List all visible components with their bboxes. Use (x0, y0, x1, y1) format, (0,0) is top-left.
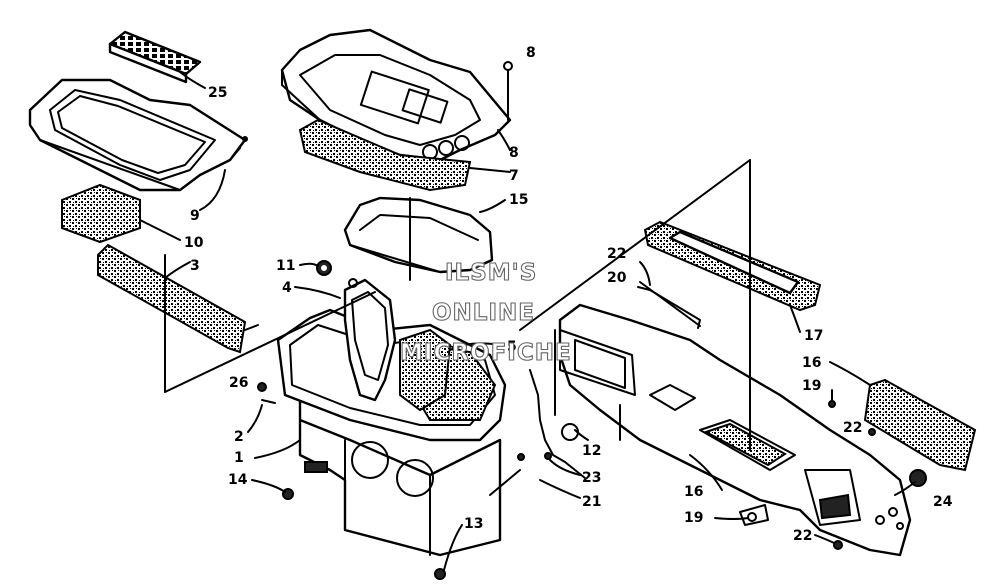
callout-12: 12 (582, 443, 601, 459)
callout-20: 20 (607, 270, 627, 286)
part-1-main-housing (298, 388, 502, 557)
callout-22-right: 22 (843, 420, 862, 436)
callout-19-right: 19 (802, 378, 821, 394)
screw-19-bottom (747, 512, 757, 522)
screw-22-right (868, 428, 876, 436)
watermark-line-1: ILSM'S (445, 260, 537, 286)
part-9-display-bezel (28, 78, 248, 192)
callout-13: 13 (464, 516, 483, 532)
part-4-bracket (343, 278, 397, 402)
screw-26 (257, 382, 276, 404)
part-17-gasket-frame (643, 220, 822, 312)
callout-14: 14 (228, 472, 248, 488)
callout-15: 15 (509, 192, 528, 208)
callout-24: 24 (933, 494, 953, 510)
part-11-knob (316, 260, 332, 276)
callout-26: 26 (229, 375, 248, 391)
callout-11: 11 (276, 258, 295, 274)
screw-13 (434, 568, 446, 580)
callout-8-mid: 8 (509, 145, 519, 161)
watermark-line-3: MICROFICHE (400, 340, 572, 366)
callout-17: 17 (804, 328, 823, 344)
leader-lines (139, 71, 916, 571)
part-10-foam-pad (61, 183, 141, 244)
part-18-side-foam (863, 378, 977, 472)
callout-7: 7 (509, 168, 519, 184)
screw-19-top (828, 400, 836, 408)
part-7-foam-gasket (298, 118, 472, 192)
callout-4: 4 (282, 280, 292, 296)
part-25-vent-grille (108, 30, 202, 84)
callout-16-right: 16 (802, 355, 821, 371)
watermark: ILSM'S ONLINE MICROFICHE (399, 259, 572, 366)
callout-10: 10 (184, 235, 204, 251)
callout-23: 23 (582, 470, 601, 486)
part-5-inner-foam (399, 328, 452, 412)
callout-21: 21 (582, 494, 601, 510)
callout-22-top: 22 (607, 246, 626, 262)
part-16-console-housing (558, 303, 912, 557)
callout-19-bottom: 19 (684, 510, 703, 526)
watermark-line-2: ONLINE (432, 300, 535, 326)
callout-1: 1 (234, 450, 244, 466)
callout-labels: 8 25 8 7 15 9 10 3 11 4 5 26 2 1 14 13 1… (184, 45, 953, 544)
screw-8-top (503, 61, 513, 121)
part-6-upper-tray (280, 28, 512, 162)
part-3-foam-strip (97, 243, 247, 354)
callout-25: 25 (208, 85, 227, 101)
callout-5: 5 (507, 339, 517, 355)
callout-9: 9 (190, 208, 200, 224)
alignment-lines (164, 159, 751, 496)
screw-22-bottom (833, 540, 843, 550)
callout-22-bottom: 22 (793, 528, 812, 544)
part-20-rod (637, 281, 701, 329)
callout-16-bottom: 16 (684, 484, 703, 500)
callout-3: 3 (190, 258, 200, 274)
part-23-cable (517, 369, 566, 463)
callout-2: 2 (234, 429, 244, 445)
callout-8-top: 8 (526, 45, 536, 61)
part-12-connector (561, 423, 579, 441)
part-15-hood-cover (343, 196, 494, 274)
